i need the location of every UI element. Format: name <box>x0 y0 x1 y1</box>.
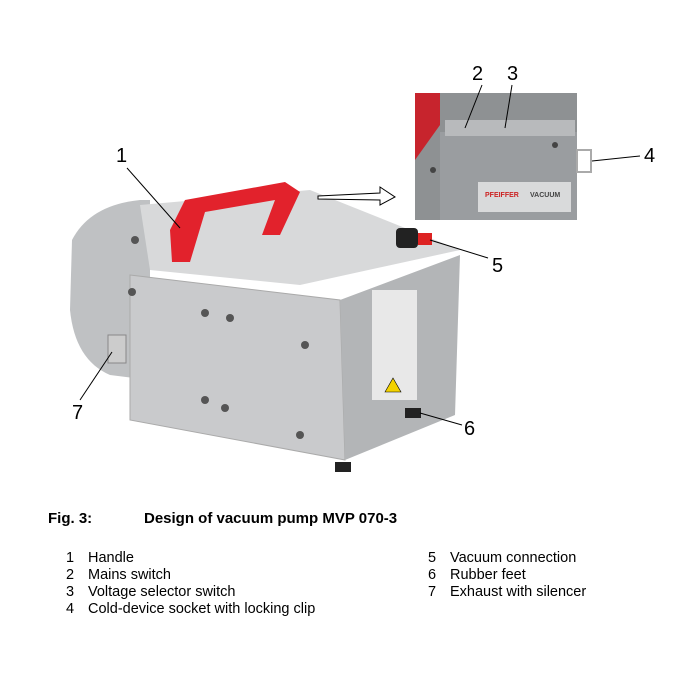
handle <box>170 182 300 262</box>
callout-1: 1 <box>116 145 128 167</box>
callout-2: 2 <box>472 63 484 85</box>
callout-4: 4 <box>644 145 656 167</box>
inset-product: VACUUM <box>530 192 561 199</box>
figure-title: Design of vacuum pump MVP 070-3 <box>144 510 398 527</box>
callout-6: 6 <box>464 418 476 440</box>
pump-top <box>140 190 460 285</box>
screw-icons <box>128 236 309 439</box>
vacuum-connection <box>396 228 418 248</box>
callout-7: 7 <box>72 402 84 424</box>
pump-illustration <box>70 84 641 472</box>
callout-5: 5 <box>492 255 504 277</box>
leader-lines <box>79 84 641 426</box>
inset-photo <box>415 93 592 220</box>
arrow-icon <box>317 186 396 206</box>
front-panel <box>129 274 346 461</box>
inset-brand: PFEIFFER <box>485 192 519 199</box>
rubber-foot <box>405 408 421 418</box>
figure-label: Fig. 3: <box>48 510 93 527</box>
callout-3: 3 <box>507 63 519 85</box>
exhaust-silencer <box>107 334 127 364</box>
warning-icon <box>384 377 402 393</box>
